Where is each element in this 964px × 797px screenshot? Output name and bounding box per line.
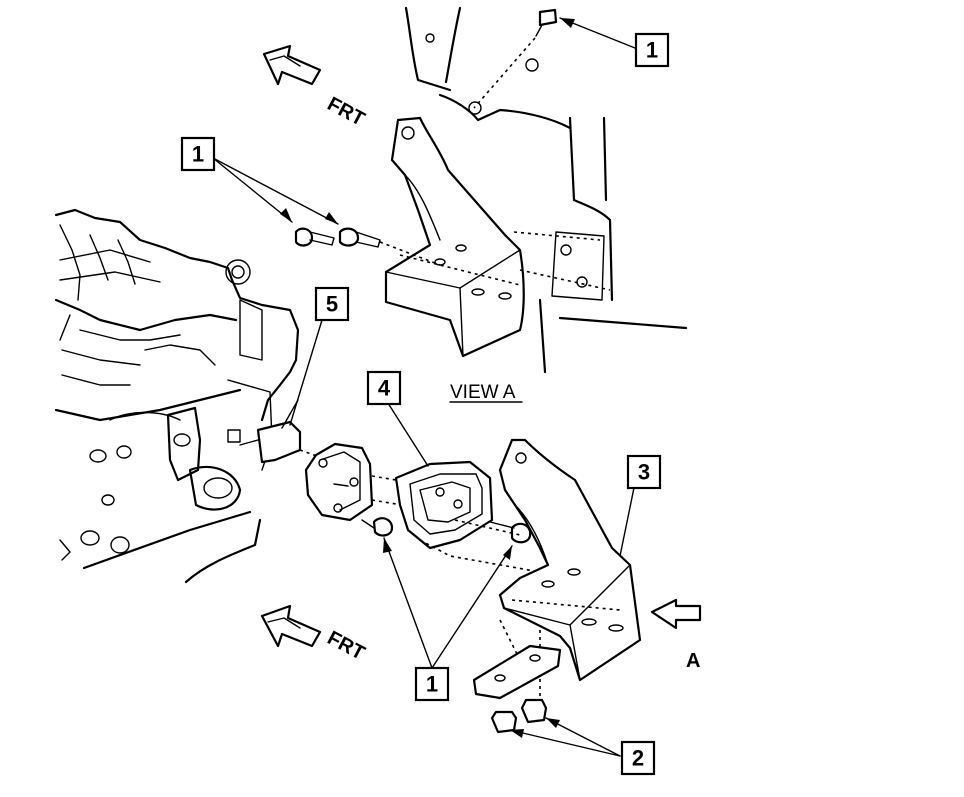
svg-text:3: 3 bbox=[638, 460, 650, 485]
arrowhead-c2-b bbox=[546, 718, 560, 728]
view-a-arrow-icon bbox=[650, 598, 702, 630]
callout-1-bottom: 1 bbox=[414, 666, 450, 702]
svg-text:2: 2 bbox=[632, 746, 644, 771]
arrowhead-c1-top-right bbox=[560, 18, 575, 28]
leader-c2-a bbox=[509, 729, 621, 757]
engine-block bbox=[54, 208, 300, 584]
callout-1-top-right: 1 bbox=[634, 32, 670, 68]
view-a-frame-rail bbox=[404, 6, 688, 374]
front-arrow-bottom-icon bbox=[260, 604, 322, 648]
callout-1-top-left: 1 bbox=[180, 136, 216, 172]
svg-text:5: 5 bbox=[326, 292, 338, 317]
arrowhead-c1-bottom-a bbox=[383, 538, 392, 553]
bolt-lower-right bbox=[489, 521, 532, 544]
frame-bracket bbox=[498, 438, 642, 700]
callout-5: 5 bbox=[314, 286, 350, 322]
bolt-lower-left bbox=[361, 517, 394, 537]
insulator-cushion bbox=[394, 460, 541, 573]
nuts bbox=[490, 698, 548, 734]
bolts-left-pair bbox=[294, 227, 441, 266]
leader-c1-bottom-a bbox=[383, 537, 433, 669]
callout-2: 2 bbox=[620, 740, 656, 776]
leader-c5 bbox=[289, 319, 323, 426]
svg-text:4: 4 bbox=[378, 376, 391, 401]
arrowhead-c1-bottom-b bbox=[503, 546, 512, 560]
svg-text:1: 1 bbox=[426, 672, 438, 697]
arrowhead-c1-left-a bbox=[280, 208, 292, 222]
leader-c2-b bbox=[545, 717, 621, 757]
leader-c1-bottom-b bbox=[431, 545, 513, 669]
arrowhead-c2-a bbox=[510, 729, 524, 738]
leader-c4 bbox=[385, 399, 429, 467]
front-label-bottom: FRT bbox=[324, 627, 369, 665]
callout-4: 4 bbox=[366, 370, 402, 406]
view-a-title: VIEW A bbox=[450, 382, 516, 403]
view-arrow-label: A bbox=[686, 650, 700, 672]
callout-3: 3 bbox=[626, 454, 662, 490]
bolt-top-right bbox=[468, 8, 558, 115]
leader-c1-left-b bbox=[212, 157, 339, 225]
svg-text:1: 1 bbox=[192, 142, 204, 167]
leader-c3 bbox=[619, 477, 637, 557]
mount-plate bbox=[304, 442, 421, 522]
front-label-top: FRT bbox=[324, 93, 369, 131]
front-arrow-top-icon bbox=[262, 44, 322, 86]
leader-c1-left-a bbox=[212, 157, 293, 223]
svg-text:1: 1 bbox=[646, 38, 658, 63]
lower-plate bbox=[472, 644, 562, 700]
view-a-mount-bracket bbox=[384, 116, 525, 358]
arrowhead-c1-left-b bbox=[325, 212, 338, 224]
